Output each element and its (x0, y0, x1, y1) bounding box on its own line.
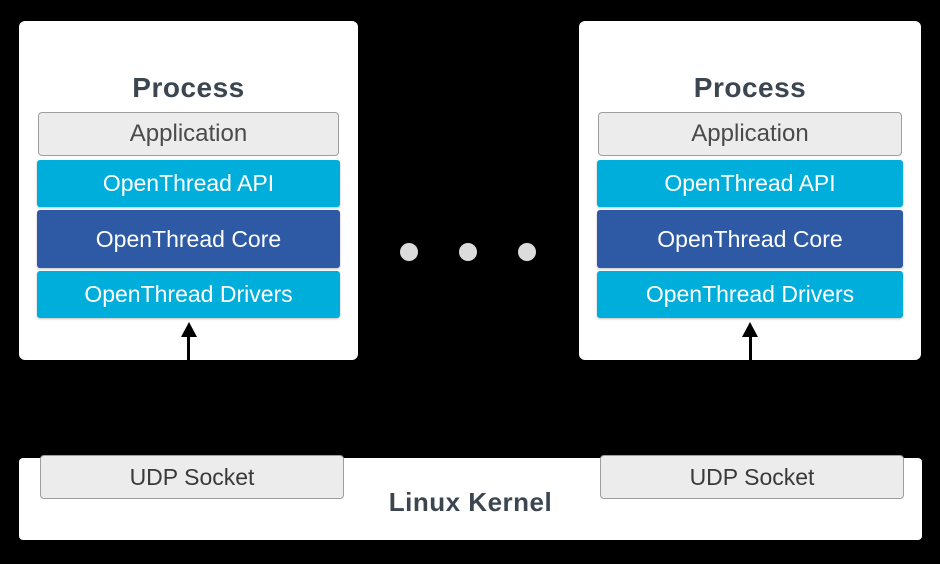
application-box: Application (38, 112, 339, 156)
process-title: Process (693, 72, 807, 103)
ellipsis (400, 243, 536, 261)
process-box-right: Process Application OpenThread API OpenT… (579, 21, 921, 360)
application-box: Application (598, 112, 902, 156)
ellipsis-dot (459, 243, 477, 261)
up-arrow-icon (748, 336, 752, 360)
ellipsis-dot (400, 243, 418, 261)
layer-openthread-drivers: OpenThread Drivers (597, 271, 903, 318)
up-arrow-icon (187, 336, 190, 360)
kernel-label: Linux Kernel (388, 487, 553, 517)
layer-openthread-drivers: OpenThread Drivers (37, 271, 340, 318)
process-box-left: Process Application OpenThread API OpenT… (19, 21, 358, 360)
layer-openthread-core: OpenThread Core (597, 210, 903, 268)
process-title: Process (132, 72, 245, 103)
layer-openthread-api: OpenThread API (37, 160, 340, 207)
udp-socket-box-right: UDP Socket (600, 455, 904, 499)
ellipsis-dot (518, 243, 536, 261)
layer-openthread-core: OpenThread Core (37, 210, 340, 268)
layer-openthread-api: OpenThread API (597, 160, 903, 207)
udp-socket-box-left: UDP Socket (40, 455, 344, 499)
